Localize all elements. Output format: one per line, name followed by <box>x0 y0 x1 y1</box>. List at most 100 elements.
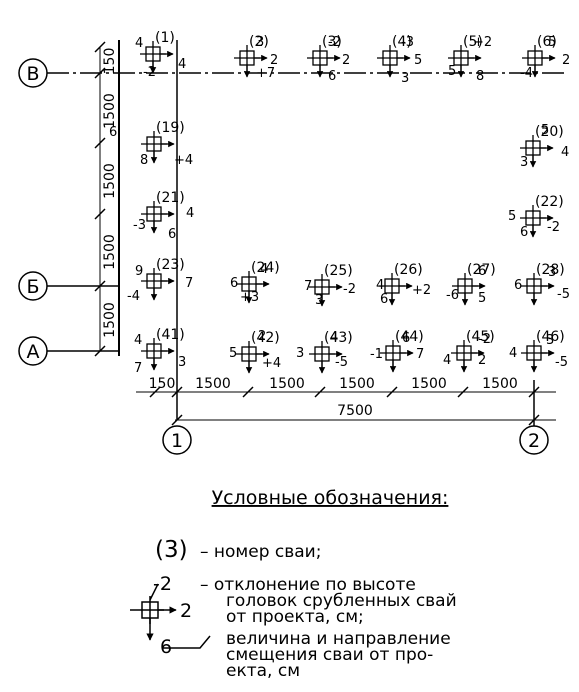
legend-shift-text-2: смещения сваи от про- <box>226 645 433 665</box>
pile-value: -4 <box>520 66 533 81</box>
pile-number: (41) <box>156 327 185 343</box>
legend-shift-text-1: величина и направление <box>226 629 451 649</box>
pile-value: 3 <box>256 35 264 50</box>
pile-number: (23) <box>156 257 185 273</box>
pile-number: (20) <box>535 124 564 140</box>
axis-bubble-row-b: Б <box>18 271 48 301</box>
pile-value: 5 <box>478 291 486 306</box>
pile <box>309 274 343 307</box>
pile <box>140 41 174 74</box>
pile <box>236 341 270 374</box>
pile-number: (45) <box>466 329 495 345</box>
pile <box>448 45 482 78</box>
pile-number: (2) <box>249 34 269 50</box>
pile-value: 6 <box>230 276 238 291</box>
pile-value: -3 <box>401 35 414 50</box>
pile-value: 8 <box>476 69 484 84</box>
pile-value: 4 <box>561 145 569 160</box>
hdim-text: 1500 <box>339 376 375 392</box>
pile-value: 2 <box>270 53 278 68</box>
pile-value: +7 <box>256 66 275 81</box>
axis-label: В <box>26 63 39 85</box>
pile-value: 6 <box>520 225 528 240</box>
pile-value: 5 <box>229 346 237 361</box>
pile-number: (46) <box>536 329 565 345</box>
pile <box>521 340 555 373</box>
pile-value: 3 <box>296 346 304 361</box>
pile-value: +3 <box>240 290 259 305</box>
pile-number: (27) <box>467 262 496 278</box>
legend: Условные обозначения: (3) – номер сваи; … <box>130 487 457 681</box>
pile-value: 2 <box>342 53 350 68</box>
legend-sample-pile <box>130 583 211 649</box>
horizontal-dims: 150 1500 1500 1500 1500 1500 7500 <box>149 376 518 419</box>
legend-sample-y: 6 <box>160 636 172 658</box>
pile-value: 7 <box>416 347 424 362</box>
pile-value: -4 <box>127 289 140 304</box>
pile-value: 9 <box>135 264 143 279</box>
pile-number: (6) <box>537 34 557 50</box>
axis-bubble-col-2: 2 <box>519 425 549 455</box>
legend-item1-text: – номер сваи; <box>200 542 321 562</box>
legend-sample-x: 2 <box>180 600 192 622</box>
pile-value: 4 <box>135 36 143 51</box>
pile-value: 8 <box>140 153 148 168</box>
pile <box>520 135 554 168</box>
pile-value: 3 <box>178 355 186 370</box>
pile <box>141 268 175 301</box>
axis-label: 2 <box>528 430 540 452</box>
vertical-dim-ticks <box>94 41 106 357</box>
legend-shift-text-3: екта, см <box>226 661 300 681</box>
pile <box>452 273 486 306</box>
pile <box>141 201 175 234</box>
pile <box>309 341 343 374</box>
vdim-text: 150 <box>102 48 118 75</box>
pile <box>234 45 268 78</box>
axis-label: 1 <box>171 430 183 452</box>
pile-value: 5 <box>508 209 516 224</box>
frame-lines <box>47 40 565 428</box>
pile <box>522 45 556 78</box>
horizontal-dim-ticks <box>149 386 540 426</box>
pile-value: -2 <box>343 282 356 297</box>
pile-value: 6 <box>109 125 117 140</box>
pile-number: (28) <box>536 262 565 278</box>
hdim-text: 1500 <box>195 376 231 392</box>
pile-value: 5 <box>541 123 549 138</box>
pile-value: 4 <box>376 278 384 293</box>
pile-number: (25) <box>324 263 353 279</box>
pile <box>377 45 411 78</box>
legend-height-text-3: от проекта, см; <box>226 607 364 627</box>
pile-value: -2 <box>143 65 156 80</box>
pile-value: 4 <box>178 57 186 72</box>
pile-value: +4 <box>262 356 281 371</box>
pile-value: 6 <box>402 331 410 346</box>
pile-value: 5 <box>414 53 422 68</box>
pile-value: -1 <box>370 347 383 362</box>
hdim-text: 1500 <box>269 376 305 392</box>
pile-number: (43) <box>324 330 353 346</box>
pile-value: 4 <box>260 262 268 277</box>
pile <box>307 45 341 78</box>
axis-bubble-row-a: А <box>18 336 48 366</box>
hdim-text: 1500 <box>411 376 447 392</box>
pile-value: 5 <box>548 35 556 50</box>
pile-value: -6 <box>446 288 459 303</box>
pile-value: -2 <box>328 35 341 50</box>
pile-value: 7 <box>304 279 312 294</box>
hdim-text: 1500 <box>482 376 518 392</box>
pile-value: -5 <box>335 355 348 370</box>
pile <box>380 340 414 373</box>
total-dim-text: 7500 <box>337 403 373 419</box>
vdim-text: 1500 <box>102 234 118 270</box>
pile <box>379 273 413 306</box>
pile-number: (1) <box>155 30 175 46</box>
vdim-text: 1500 <box>102 93 118 129</box>
axis-bubble-row-v: В <box>18 58 48 88</box>
pile-value: 6 <box>328 69 336 84</box>
pile-number: (42) <box>251 330 280 346</box>
pile-value: 4 <box>509 346 517 361</box>
pile-value: 2 <box>562 53 570 68</box>
pile-value: -3 <box>133 218 146 233</box>
